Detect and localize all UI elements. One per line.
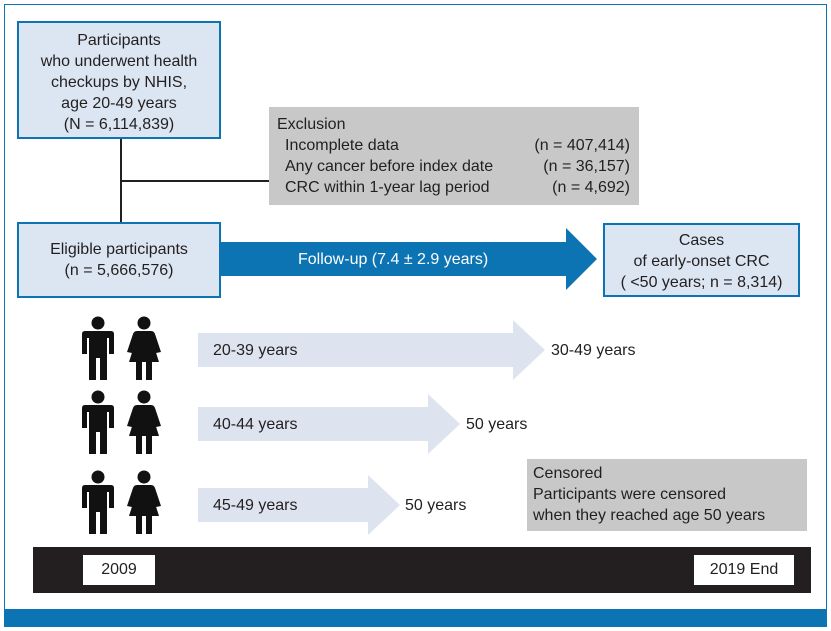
male-figure-icon xyxy=(82,390,114,454)
age-group-1-start: 20-39 years xyxy=(213,342,298,359)
cases-line-1: Cases xyxy=(678,232,725,249)
followup-label: Follow-up (7.4 ± 2.9 years) xyxy=(298,251,489,268)
timeline-start-label: 2009 xyxy=(83,555,155,585)
exclusion-row-2-value: (n = 36,157) xyxy=(543,158,630,175)
exclusion-row-1-label: Incomplete data xyxy=(285,137,399,154)
participants-line-5: (N = 6,114,839) xyxy=(63,116,175,133)
censored-box: Censored Participants were censored when… xyxy=(527,459,807,531)
participants-line-1: Participants xyxy=(77,32,161,49)
connector-to-exclusion xyxy=(120,180,270,182)
age-group-1-end: 30-49 years xyxy=(551,342,636,359)
female-figure-icon xyxy=(127,316,161,380)
participants-line-2: who underwent health xyxy=(40,53,198,70)
eligible-line-2: (n = 5,666,576) xyxy=(64,262,174,279)
female-figure-icon xyxy=(127,470,161,534)
male-figure-icon xyxy=(82,316,114,380)
age-arrow-2-shape xyxy=(198,394,460,454)
female-figure-icon xyxy=(127,390,161,454)
timeline-bar: 2009 2019 End xyxy=(33,547,811,593)
censored-line-3: when they reached age 50 years xyxy=(533,507,766,524)
age-group-3-end: 50 years xyxy=(405,497,467,514)
participants-line-3: checkups by NHIS, xyxy=(50,74,188,91)
age-group-2-start: 40-44 years xyxy=(213,416,298,433)
age-group-2-end: 50 years xyxy=(466,416,528,433)
exclusion-row-3-value: (n = 4,692) xyxy=(552,179,630,196)
cases-line-2: of early-onset CRC xyxy=(633,253,770,270)
cases-box: Cases of early-onset CRC ( <50 years; n … xyxy=(603,223,800,297)
eligible-box: Eligible participants (n = 5,666,576) xyxy=(17,222,221,298)
exclusion-row-3-label: CRC within 1-year lag period xyxy=(285,179,490,196)
participants-box: Participants who underwent health checku… xyxy=(17,21,221,139)
timeline-end-label: 2019 End xyxy=(694,555,794,585)
male-figure-icon xyxy=(82,470,114,534)
censored-title: Censored xyxy=(533,465,603,482)
censored-line-2: Participants were censored xyxy=(533,486,726,503)
exclusion-title: Exclusion xyxy=(277,116,346,133)
exclusion-row-1-value: (n = 407,414) xyxy=(534,137,630,154)
eligible-line-1: Eligible participants xyxy=(50,241,188,258)
age-arrow-3-shape xyxy=(198,475,400,535)
age-arrow-1-shape xyxy=(198,320,545,380)
bottom-accent-bar xyxy=(4,609,827,627)
participants-line-4: age 20-49 years xyxy=(61,95,177,112)
followup-arrow-shape xyxy=(220,228,597,290)
cases-line-3: ( <50 years; n = 8,314) xyxy=(620,274,783,291)
exclusion-row-2-label: Any cancer before index date xyxy=(285,158,494,175)
exclusion-box: Exclusion Incomplete data (n = 407,414) … xyxy=(269,107,639,205)
age-group-3-start: 45-49 years xyxy=(213,497,298,514)
